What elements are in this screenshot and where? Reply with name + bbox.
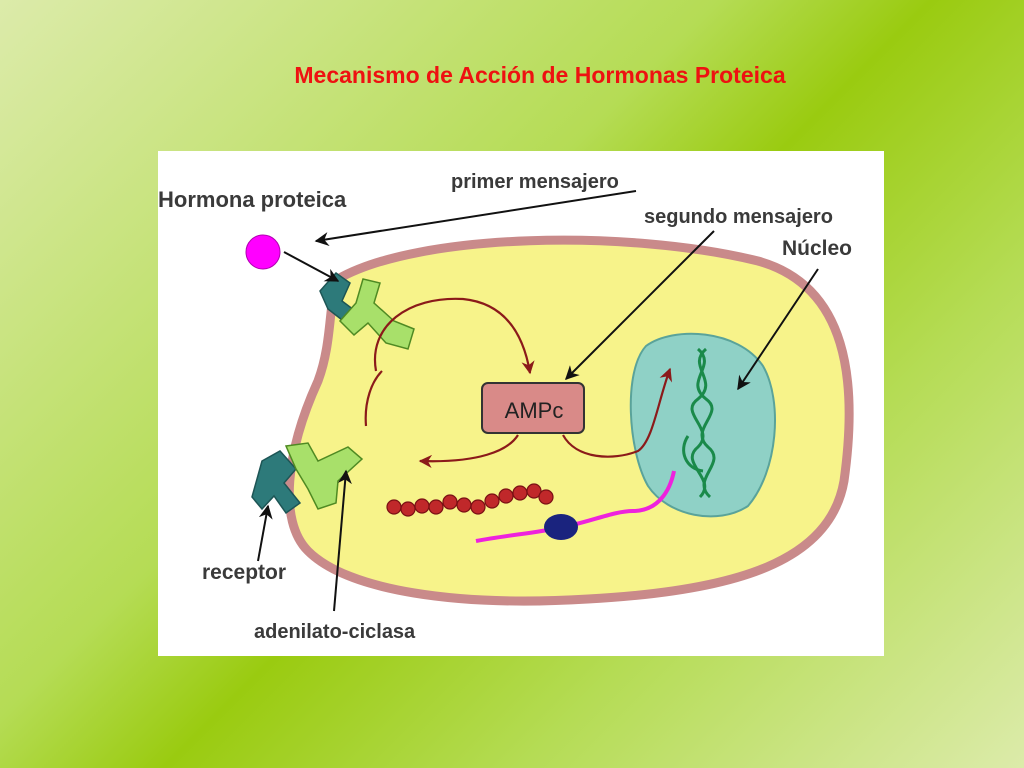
protein-bead — [470, 499, 486, 515]
dna-helix — [682, 347, 716, 499]
protein-chain — [386, 483, 554, 517]
protein-bead — [442, 494, 458, 510]
protein-bead — [498, 488, 514, 504]
label-first-messenger: primer mensajero — [451, 171, 619, 193]
label-second-messenger: segundo mensajero — [644, 206, 833, 228]
label-hormone: Hormona proteica — [158, 187, 347, 212]
protein-bead — [414, 498, 430, 514]
protein-bead — [484, 493, 500, 509]
cell-diagram: Hormona proteica primer mensajero segund… — [158, 151, 884, 656]
cell-diagram-svg — [245, 190, 854, 612]
protein-bead — [456, 497, 472, 513]
hormone-circle — [245, 234, 281, 270]
ampc-box — [481, 382, 585, 434]
protein-bead — [526, 483, 542, 499]
ribosome-blob — [544, 514, 578, 540]
protein-bead — [538, 489, 554, 505]
protein-bead — [428, 499, 444, 515]
label-receptor: receptor — [202, 561, 287, 584]
slide-title: Mecanismo de Acción de Hormonas Proteica — [294, 62, 786, 88]
receptor-bottom — [251, 450, 302, 515]
protein-bead — [400, 501, 416, 517]
mrna-strand — [475, 470, 676, 543]
label-arrows — [257, 190, 819, 612]
label-adenylate-cyclase: adenilato-ciclasa — [254, 621, 416, 643]
label-nucleus: Núcleo — [782, 237, 853, 260]
protein-bead — [512, 485, 528, 501]
pathway-arrows — [364, 297, 673, 469]
protein-bead — [386, 499, 402, 515]
ampc-label: AMPc — [504, 398, 564, 423]
adenylate-cyclase-top — [338, 278, 415, 350]
